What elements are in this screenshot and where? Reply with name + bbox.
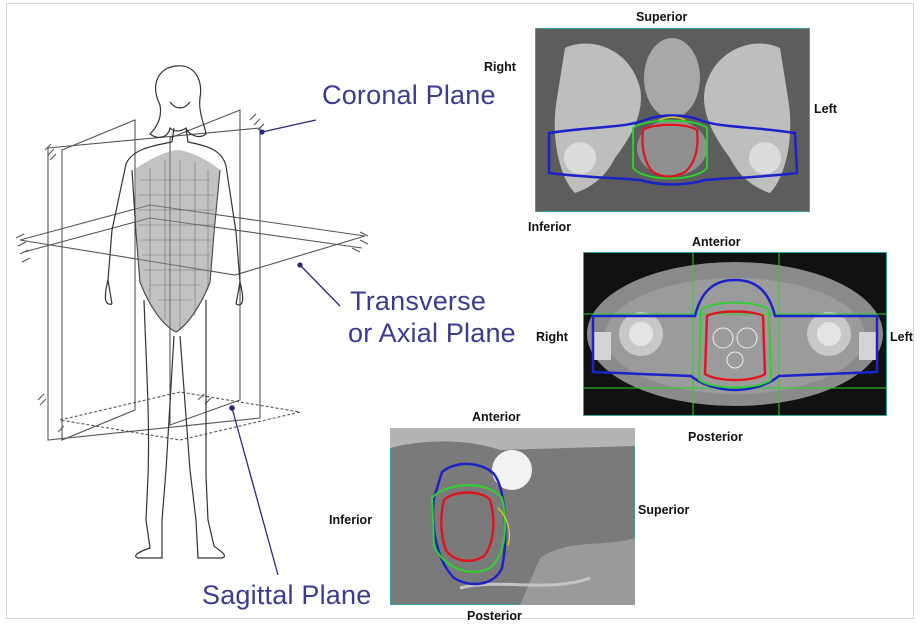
coronal-label-left: Left [814,102,837,116]
axial-label-left: Left [890,330,913,344]
sagittal-label-anterior: Anterior [472,410,521,424]
sagittal-leader-line [232,408,278,575]
axial-label-right: Right [536,330,568,344]
sagittal-label-inferior: Inferior [329,513,372,527]
transverse-plane-label: Transverse [350,286,486,316]
sagittal-ct-scan [390,428,635,605]
axial-plane-label: or Axial Plane [348,318,516,348]
coronal-label-inferior: Inferior [528,220,571,234]
coronal-label-superior: Superior [636,10,687,24]
sagittal-plane-label: Sagittal Plane [202,580,371,610]
axial-label-anterior: Anterior [692,235,741,249]
sagittal-plane-outline [62,120,135,440]
axial-ct-scan [583,252,887,416]
coronal-label-right: Right [484,60,516,74]
axial-label-posterior: Posterior [688,430,743,444]
coronal-ct-scan [535,28,810,212]
sagittal-label-superior: Superior [638,503,689,517]
coronal-leader-line [262,120,316,132]
coronal-plane-label: Coronal Plane [322,80,496,110]
sagittal-label-posterior: Posterior [467,609,522,623]
transverse-leader-line [300,265,340,306]
